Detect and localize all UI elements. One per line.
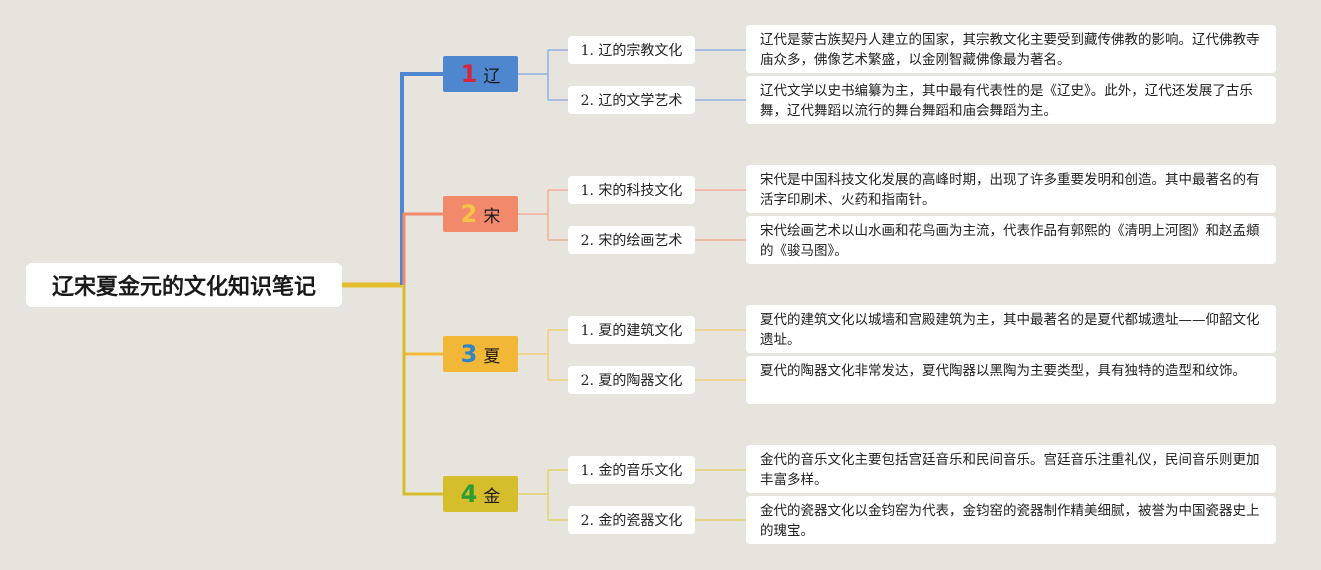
topic-label: 1. 金的音乐文化 [580,463,683,479]
note-text: 宋代是中国科技文化发展的高峰时期，出现了许多重要发明和创造。其中最著名的有活字印… [760,172,1260,208]
topic-label: 1. 宋的科技文化 [580,183,683,199]
topic-label: 1. 夏的建筑文化 [580,323,683,339]
note-line-liao [695,49,746,101]
note-text: 金代的瓷器文化以金钧窑为代表，金钧窑的瓷器制作精美细腻，被誉为中国瓷器史上的瑰宝… [760,503,1260,539]
branch-node-liao[interactable]: 1 辽 [443,56,518,92]
topic-node[interactable]: 1. 辽的宗教文化 [568,36,695,64]
note-text: 夏代的建筑文化以城墙和宫殿建筑为主，其中最著名的是夏代都城遗址——仰韶文化遗址。 [760,312,1260,348]
branch-label: 辽 [483,66,501,87]
branch-label: 夏 [483,346,501,367]
topic-node[interactable]: 1. 金的音乐文化 [568,456,695,484]
topic-line-xia [518,329,568,381]
branch-line-liao [400,72,443,285]
branch-label: 金 [483,486,501,507]
branch-label: 宋 [483,206,501,227]
note-card[interactable]: 金代的音乐文化主要包括宫廷音乐和民间音乐。宫廷音乐注重礼仪，民间音乐则更加丰富多… [746,445,1276,493]
note-card[interactable]: 辽代是蒙古族契丹人建立的国家，其宗教文化主要受到藏传佛教的影响。辽代佛教寺庙众多… [746,25,1276,73]
branch-line-jin [402,285,443,496]
branch-number: 3 [460,340,478,368]
note-card[interactable]: 宋代是中国科技文化发展的高峰时期，出现了许多重要发明和创造。其中最著名的有活字印… [746,165,1276,213]
note-text: 夏代的陶器文化非常发达，夏代陶器以黑陶为主要类型，具有独特的造型和纹饰。 [760,363,1246,379]
topic-label: 2. 宋的绘画艺术 [580,233,683,249]
topic-node[interactable]: 1. 宋的科技文化 [568,176,695,204]
note-text: 宋代绘画艺术以山水画和花鸟画为主流，代表作品有郭熙的《清明上河图》和赵孟頫的《骏… [760,223,1260,259]
note-text: 金代的音乐文化主要包括宫廷音乐和民间音乐。宫廷音乐注重礼仪，民间音乐则更加丰富多… [760,452,1260,488]
note-card[interactable]: 夏代的陶器文化非常发达，夏代陶器以黑陶为主要类型，具有独特的造型和纹饰。 [746,356,1276,404]
topic-node[interactable]: 2. 金的瓷器文化 [568,506,695,534]
topic-node[interactable]: 2. 辽的文学艺术 [568,86,695,114]
branch-line-xia [402,285,443,356]
note-text: 辽代是蒙古族契丹人建立的国家，其宗教文化主要受到藏传佛教的影响。辽代佛教寺庙众多… [760,32,1260,68]
note-line-song [695,189,746,241]
note-card[interactable]: 辽代文学以史书编纂为主，其中最有代表性的是《辽史》。此外，辽代还发展了古乐舞，辽… [746,76,1276,124]
topic-line-jin [518,469,568,521]
note-line-xia [695,329,746,381]
note-card[interactable]: 宋代绘画艺术以山水画和花鸟画为主流，代表作品有郭熙的《清明上河图》和赵孟頫的《骏… [746,216,1276,264]
note-card[interactable]: 夏代的建筑文化以城墙和宫殿建筑为主，其中最著名的是夏代都城遗址——仰韶文化遗址。 [746,305,1276,353]
topic-node[interactable]: 2. 夏的陶器文化 [568,366,695,394]
note-card[interactable]: 金代的瓷器文化以金钧窑为代表，金钧窑的瓷器制作精美细腻，被誉为中国瓷器史上的瑰宝… [746,496,1276,544]
branch-number: 2 [460,200,478,228]
branch-number: 4 [460,480,478,508]
topic-line-song [518,189,568,241]
root-title: 辽宋夏金元的文化知识笔记 [51,275,316,300]
topic-label: 2. 夏的陶器文化 [580,373,683,389]
topic-label: 1. 辽的宗教文化 [580,43,683,59]
root-title-node[interactable]: 辽宋夏金元的文化知识笔记 [26,263,342,307]
branch-node-jin[interactable]: 4 金 [443,476,518,512]
topic-line-liao [518,49,568,101]
branch-line-song [402,212,443,285]
note-line-jin [695,469,746,521]
branch-node-song[interactable]: 2 宋 [443,196,518,232]
note-text: 辽代文学以史书编纂为主，其中最有代表性的是《辽史》。此外，辽代还发展了古乐舞，辽… [760,83,1253,119]
topic-label: 2. 辽的文学艺术 [580,93,683,109]
branch-number: 1 [460,60,478,88]
topic-node[interactable]: 1. 夏的建筑文化 [568,316,695,344]
topic-label: 2. 金的瓷器文化 [580,513,683,529]
branch-node-xia[interactable]: 3 夏 [443,336,518,372]
topic-node[interactable]: 2. 宋的绘画艺术 [568,226,695,254]
